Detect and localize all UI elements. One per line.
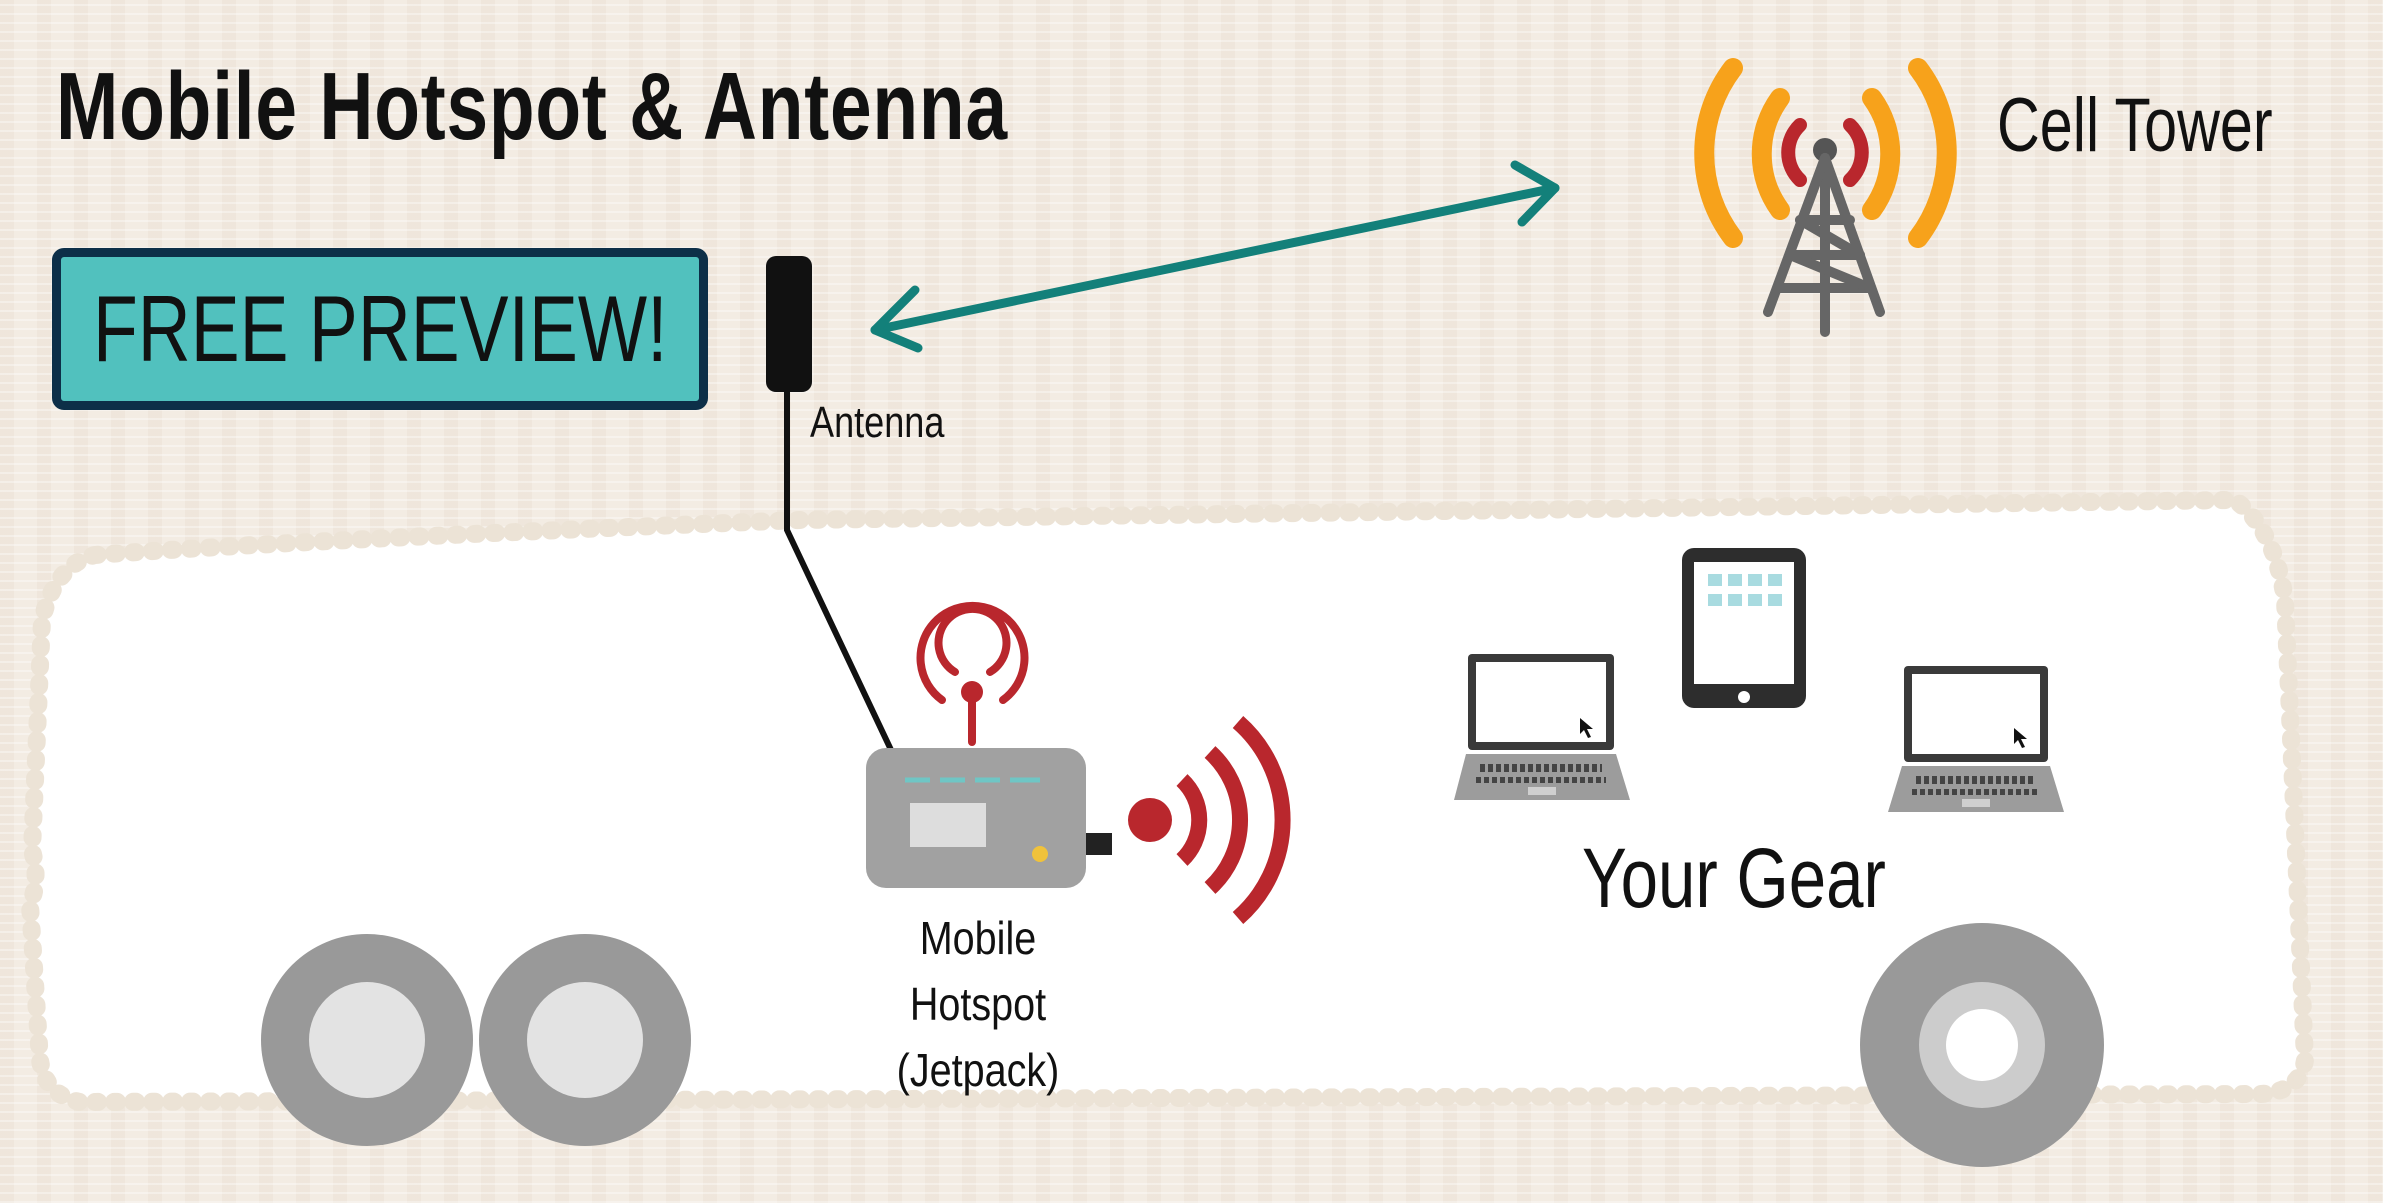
your-gear-label: Your Gear <box>1582 831 1886 925</box>
page-title: Mobile Hotspot & Antenna <box>56 53 1008 160</box>
antenna-icon <box>766 256 895 754</box>
wheel-icon <box>1860 923 2104 1167</box>
cell-tower-label: Cell Tower <box>1997 83 2273 168</box>
antenna-label: Antenna <box>810 398 945 447</box>
tablet-icon <box>1682 548 1806 708</box>
cell-tower-icon <box>1694 58 1957 337</box>
mobile-hotspot-label: Mobile Hotspot (Jetpack) <box>896 912 1060 1096</box>
laptop-icon <box>1888 666 2064 812</box>
mobile-hotspot-icon <box>866 601 1112 888</box>
free-preview-label: FREE PREVIEW! <box>92 276 668 381</box>
laptop-icon <box>1454 654 1630 800</box>
wifi-signal-icon <box>1128 715 1291 925</box>
signal-arrow <box>870 160 1560 353</box>
wheel-icon <box>479 934 691 1146</box>
free-preview-button[interactable]: FREE PREVIEW! <box>52 248 708 410</box>
wheel-icon <box>261 934 473 1146</box>
